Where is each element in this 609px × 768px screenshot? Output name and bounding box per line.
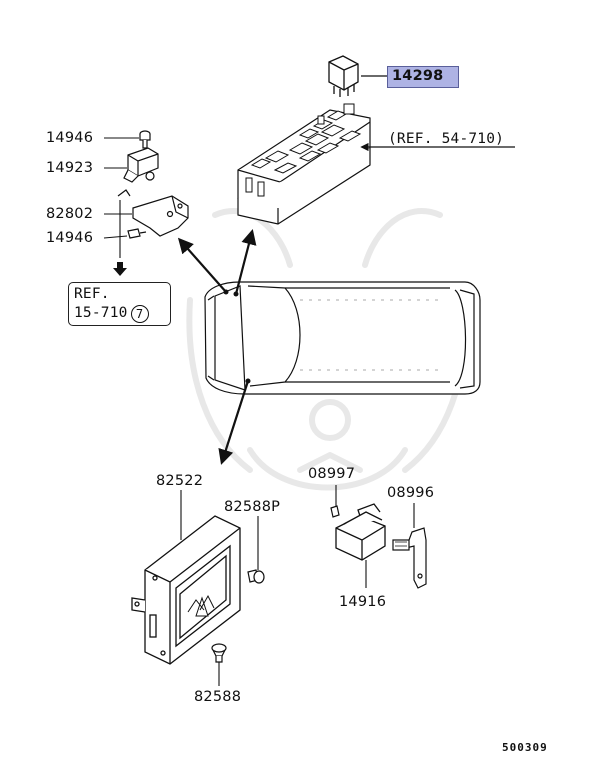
bracket-group-drawing (117, 130, 189, 239)
part-label-82588[interactable]: 82588 (194, 689, 242, 705)
ecu-module-drawing (131, 515, 241, 665)
part-label-14946-top[interactable]: 14946 (46, 130, 94, 146)
part-label-82588p[interactable]: 82588P (224, 499, 281, 515)
highlight-14298[interactable] (387, 66, 459, 88)
bracket-08996-drawing (392, 527, 427, 589)
part-label-82522[interactable]: 82522 (156, 473, 204, 489)
bolt-82588p-drawing (247, 569, 265, 584)
junction-block-drawing (237, 103, 371, 225)
part-label-14946-bottom[interactable]: 14946 (46, 230, 94, 246)
module-14916-drawing (335, 503, 386, 561)
part-label-14923[interactable]: 14923 (46, 160, 94, 176)
vehicle-outline-drawing (204, 281, 481, 395)
down-arrow-icon (113, 262, 127, 276)
diagram-code: 500309 (502, 741, 548, 754)
part-label-08997[interactable]: 08997 (308, 466, 356, 482)
ref-box-15-710[interactable] (68, 282, 171, 326)
part-label-08996[interactable]: 08996 (387, 485, 435, 501)
part-label-82802[interactable]: 82802 (46, 206, 94, 222)
relay-14298-drawing (328, 55, 359, 97)
part-label-14298[interactable]: 14298 (392, 68, 444, 84)
ref-label-15-710-line1: REF. (74, 286, 110, 302)
bolt-08997-drawing (330, 505, 340, 518)
ref-number: 15-710 (74, 305, 128, 321)
ref-circle-number: 7 (130, 305, 149, 323)
ref-label-54-710[interactable]: (REF. 54-710) (388, 131, 505, 147)
bolt-82588-drawing (211, 643, 227, 663)
part-label-14916[interactable]: 14916 (339, 594, 387, 610)
